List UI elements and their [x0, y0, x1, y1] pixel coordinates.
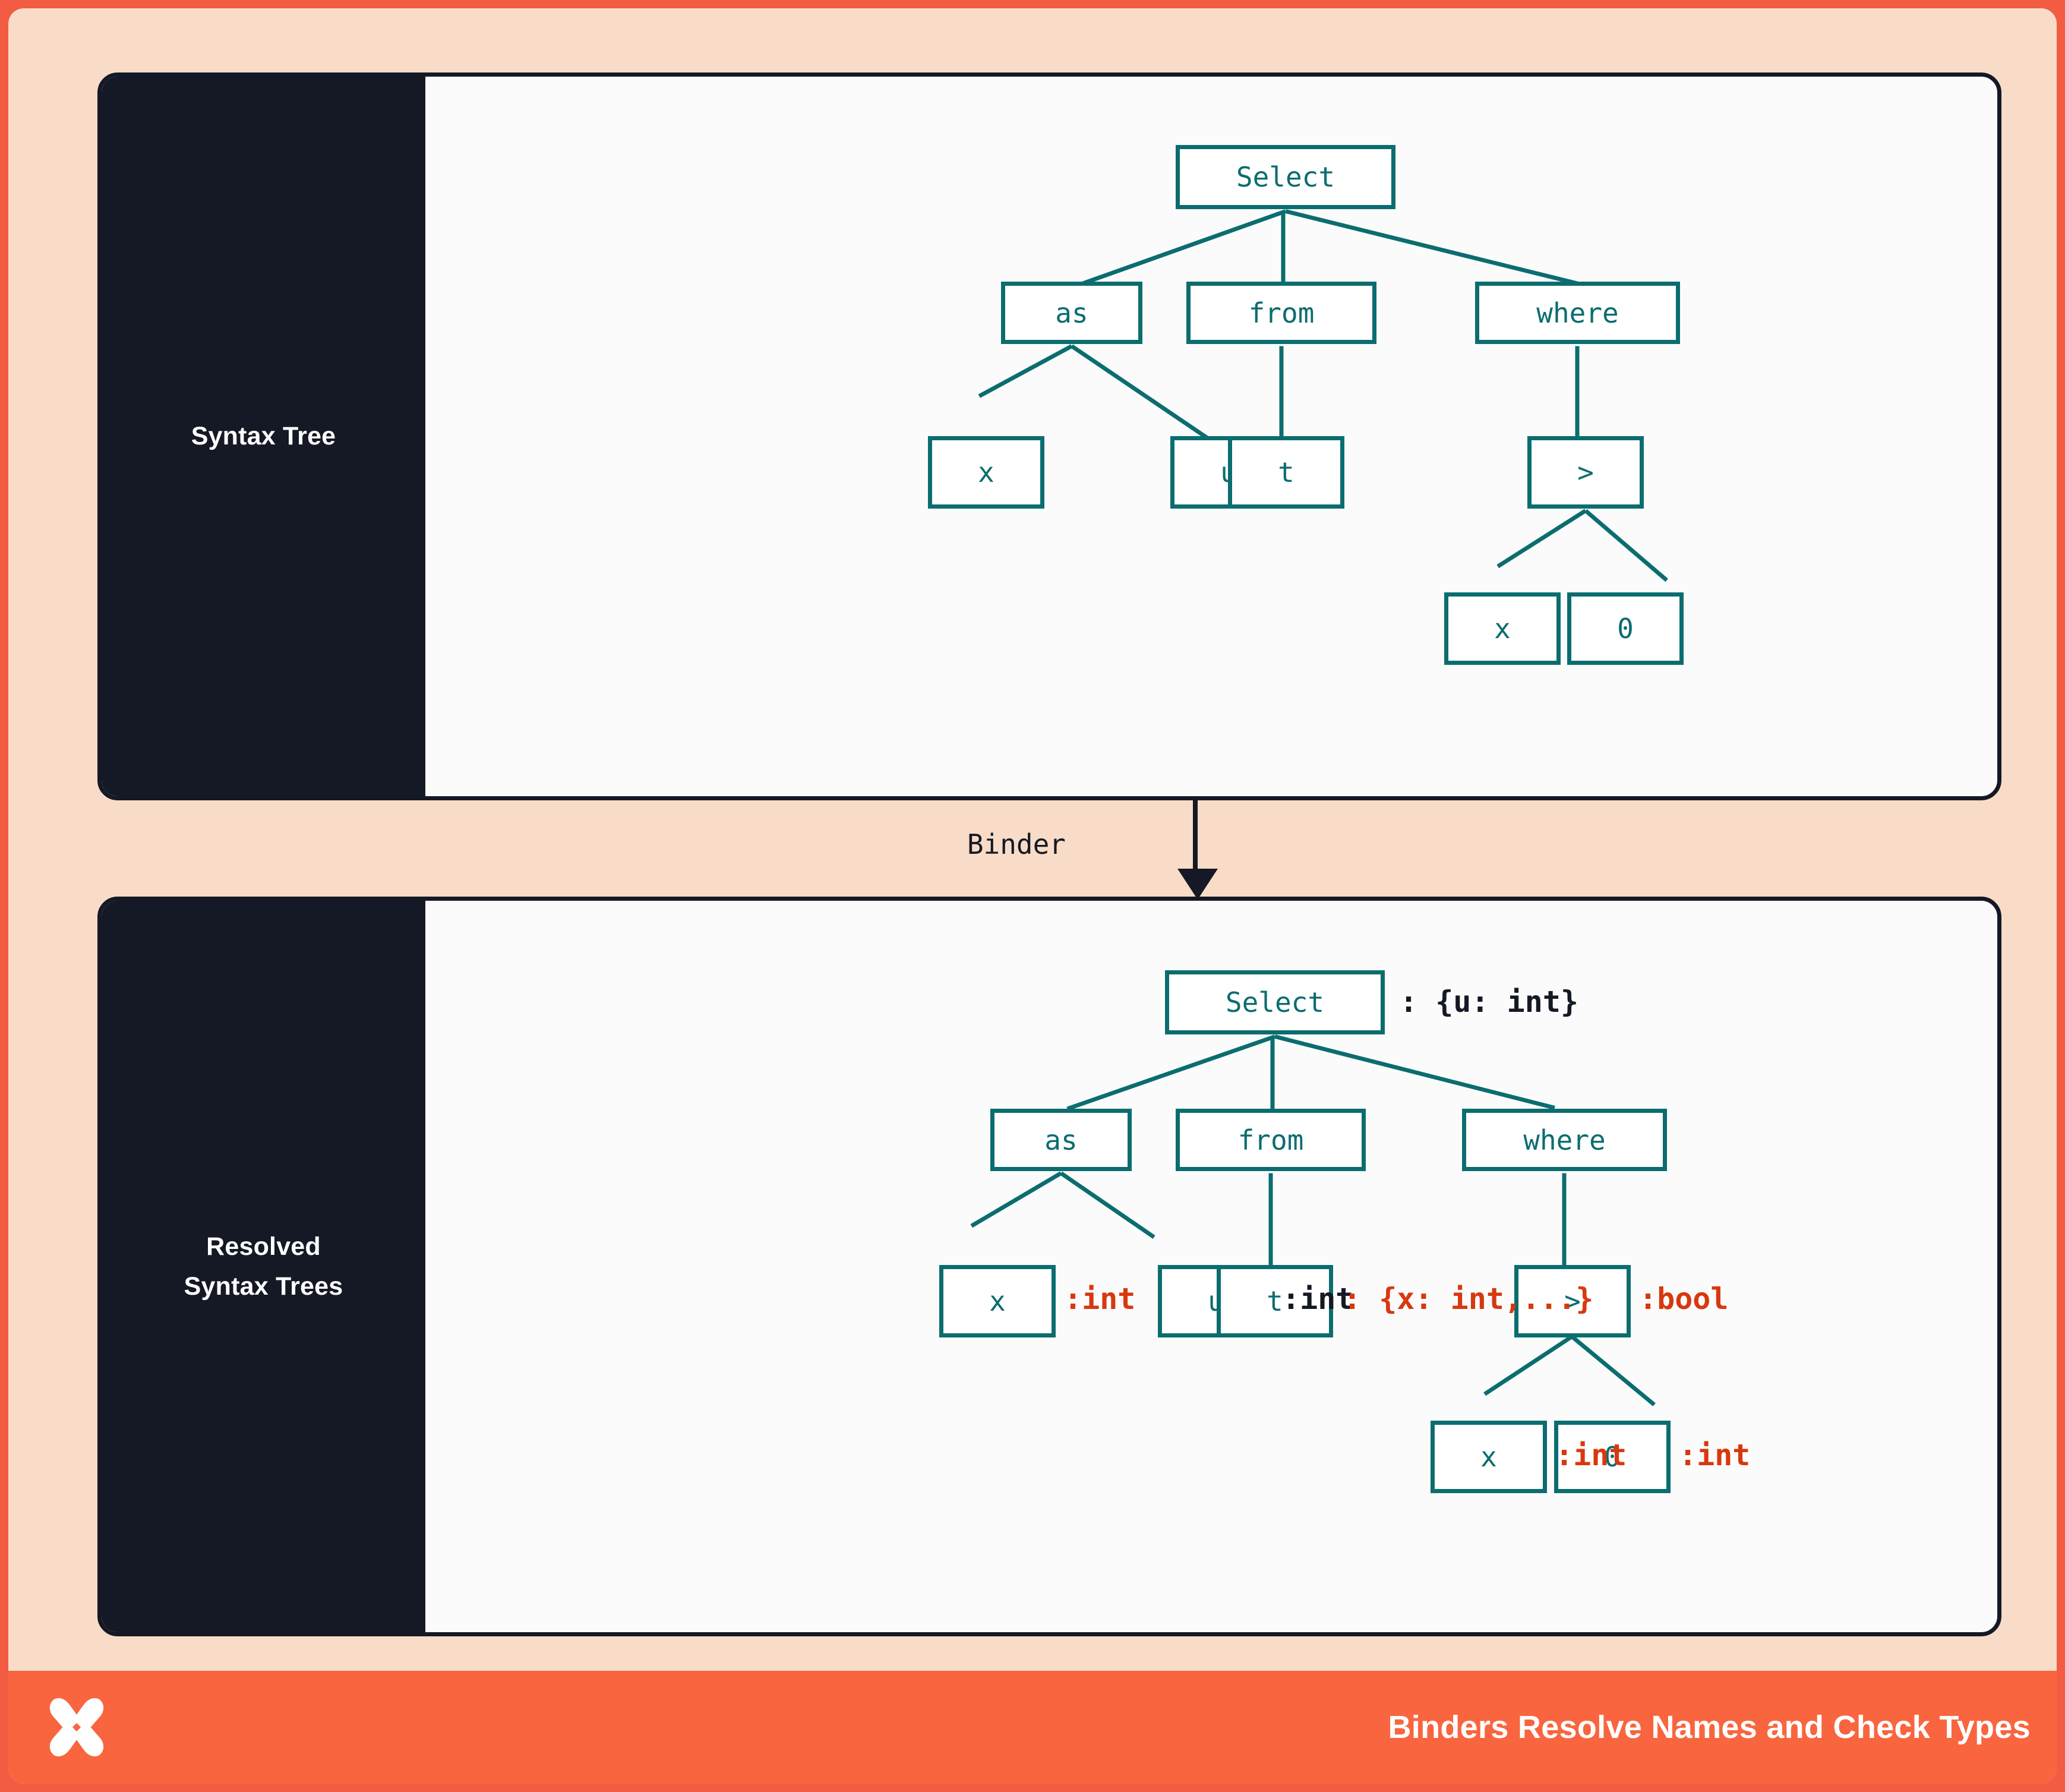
- resolved-node-select[interactable]: Select: [1165, 970, 1385, 1034]
- resolved-annotation-x-as: :int: [1064, 1282, 1136, 1316]
- edge-where-gt: [1575, 346, 1580, 438]
- resolved-annotation-select: : {u: int}: [1400, 985, 1579, 1019]
- poster-frame: Syntax Tree Select as from: [8, 8, 2057, 1784]
- panel-syntax-tree-label: Syntax Tree: [191, 422, 336, 451]
- node-label: x: [989, 1285, 1006, 1317]
- footer-bar: Binders Resolve Names and Check Types: [8, 1671, 2057, 1784]
- syntax-node-as[interactable]: as: [1001, 282, 1142, 344]
- edge-as-x: [970, 1171, 1062, 1228]
- edge-gt-x: [1496, 509, 1587, 569]
- panel-resolved-syntax-trees-sidebar: Resolved Syntax Trees: [102, 901, 425, 1632]
- resolved-node-x-compare[interactable]: x: [1431, 1421, 1547, 1493]
- syntax-tree-canvas: Select as from where x u t >: [425, 77, 1997, 796]
- node-label: t: [1278, 456, 1294, 488]
- edge-as-u: [1071, 344, 1210, 440]
- node-label: Select: [1236, 161, 1335, 193]
- syntax-node-zero[interactable]: 0: [1567, 592, 1684, 665]
- resolved-tree-canvas: Select : {u: int} as from where x :int u…: [425, 901, 1997, 1632]
- edge-select-as: [1066, 1034, 1276, 1111]
- panel-resolved-label-line2: Syntax Trees: [184, 1272, 343, 1301]
- panel-resolved-syntax-trees: Resolved Syntax Trees Select : {u: i: [97, 897, 2001, 1636]
- panel-resolved-syntax-trees-label: Resolved Syntax Trees: [184, 1227, 343, 1306]
- edge-select-from: [1270, 1036, 1275, 1110]
- edge-select-where: [1285, 209, 1578, 286]
- binder-arrow-head: [1177, 869, 1218, 900]
- resolved-node-where[interactable]: where: [1462, 1109, 1667, 1171]
- edge-select-from: [1281, 211, 1286, 284]
- node-label: as: [1044, 1124, 1078, 1156]
- syntax-node-select[interactable]: Select: [1176, 145, 1395, 209]
- resolved-annotation-u: :int: [1282, 1282, 1354, 1316]
- node-label: t: [1267, 1285, 1283, 1317]
- node-label: from: [1237, 1124, 1304, 1156]
- x-mark-logo: [49, 1698, 104, 1757]
- edge-select-where: [1274, 1034, 1555, 1110]
- node-label: >: [1564, 1285, 1581, 1317]
- node-label: Select: [1225, 986, 1325, 1018]
- resolved-annotation-x-compare: :int: [1555, 1438, 1627, 1472]
- binder-arrow-label: Binder: [967, 828, 1066, 860]
- syntax-node-where[interactable]: where: [1475, 282, 1680, 344]
- syntax-node-from[interactable]: from: [1186, 282, 1376, 344]
- edge-select-as: [1081, 209, 1287, 286]
- panel-syntax-tree: Syntax Tree Select as from: [97, 72, 2001, 800]
- node-label: >: [1577, 456, 1594, 488]
- resolved-node-x-as[interactable]: x: [939, 1265, 1056, 1337]
- edge-gt-x: [1483, 1334, 1573, 1396]
- resolved-node-greater-than[interactable]: >: [1514, 1265, 1631, 1337]
- syntax-node-x-compare[interactable]: x: [1444, 592, 1561, 665]
- edge-from-t: [1279, 346, 1284, 438]
- node-label: from: [1248, 296, 1315, 329]
- syntax-node-t[interactable]: t: [1228, 436, 1344, 509]
- edge-gt-zero: [1584, 509, 1668, 582]
- node-label: x: [978, 456, 994, 488]
- node-label: x: [1494, 613, 1511, 645]
- resolved-node-as[interactable]: as: [990, 1109, 1132, 1171]
- node-label: 0: [1617, 613, 1634, 645]
- footer-title: Binders Resolve Names and Check Types: [1388, 1709, 2031, 1745]
- node-label: where: [1536, 296, 1619, 329]
- binder-arrow-stem: [1193, 800, 1198, 882]
- resolved-annotation-zero: :int: [1679, 1438, 1751, 1472]
- resolved-node-t[interactable]: t: [1217, 1265, 1333, 1337]
- edge-as-x: [978, 344, 1073, 398]
- edge-gt-zero: [1570, 1334, 1656, 1406]
- panel-syntax-tree-sidebar: Syntax Tree: [102, 77, 425, 796]
- syntax-node-x-as[interactable]: x: [928, 436, 1044, 509]
- edge-from-t: [1268, 1173, 1273, 1266]
- resolved-node-zero[interactable]: 0: [1554, 1421, 1671, 1493]
- node-label: 0: [1604, 1441, 1621, 1473]
- node-label: as: [1055, 296, 1088, 329]
- node-label: x: [1480, 1441, 1497, 1473]
- node-label: where: [1523, 1124, 1606, 1156]
- edge-as-u: [1060, 1171, 1155, 1239]
- resolved-node-from[interactable]: from: [1176, 1109, 1366, 1171]
- syntax-node-greater-than[interactable]: >: [1527, 436, 1644, 509]
- resolved-annotation-greater-than: :bool: [1639, 1282, 1729, 1316]
- panel-resolved-label-line1: Resolved: [206, 1232, 321, 1261]
- resolved-annotation-t: : {x: int,...}: [1343, 1282, 1594, 1316]
- edge-where-gt: [1562, 1173, 1567, 1266]
